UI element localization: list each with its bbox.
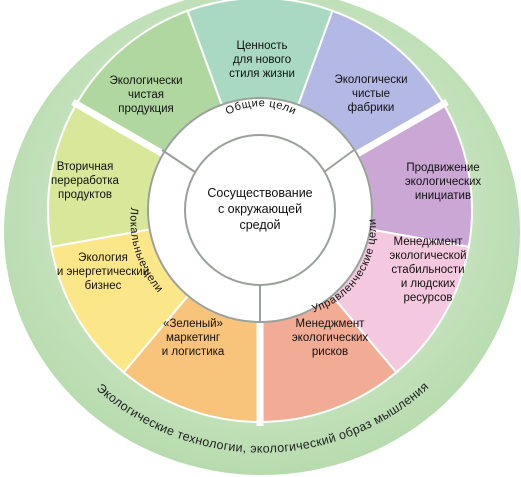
inner-divider-right bbox=[323, 149, 355, 173]
svg-text:ресурсов: ресурсов bbox=[404, 292, 453, 304]
svg-text:и энергетический: и энергетический bbox=[57, 266, 149, 278]
svg-text:Экологически: Экологически bbox=[109, 75, 182, 87]
svg-text:продукция: продукция bbox=[118, 103, 174, 115]
center-line-1: Сосуществование bbox=[207, 186, 312, 200]
svg-text:Вторичная: Вторичная bbox=[57, 161, 114, 173]
segment-label-eco-energy: Экология и энергетический бизнес bbox=[57, 252, 149, 292]
ring-separators bbox=[71, 98, 449, 426]
svg-text:стабильности: стабильности bbox=[391, 264, 464, 276]
svg-text:фабрики: фабрики bbox=[348, 102, 395, 114]
segment-label-values: Ценность для нового стиля жизни bbox=[229, 40, 295, 80]
svg-text:и людских: и людских bbox=[401, 278, 456, 290]
segment-label-eco-management: Менеджмент экологической стабильности и … bbox=[389, 236, 466, 304]
svg-text:для нового: для нового bbox=[233, 54, 291, 66]
segment-label-green-marketing: «Зеленый» маркетинг и логистика bbox=[162, 318, 225, 358]
svg-text:рисков: рисков bbox=[312, 346, 348, 358]
svg-text:маркетинг: маркетинг bbox=[166, 332, 220, 344]
inner-divider-left bbox=[161, 149, 196, 173]
center-line-2: с окружающей bbox=[218, 202, 302, 216]
svg-text:«Зеленый»: «Зеленый» bbox=[163, 318, 223, 330]
segment-label-risk-management: Менеджмент экологических рисков bbox=[292, 318, 369, 358]
svg-text:чистые: чистые bbox=[352, 88, 390, 100]
svg-text:инициатив: инициатив bbox=[415, 190, 471, 202]
svg-text:экологических: экологических bbox=[405, 176, 482, 188]
group-separator-2 bbox=[353, 98, 449, 159]
svg-text:продуктов: продуктов bbox=[58, 189, 112, 201]
segment-label-eco-initiatives: Продвижение экологических инициатив bbox=[405, 162, 482, 202]
svg-text:Экология: Экология bbox=[78, 252, 128, 264]
svg-text:Продвижение: Продвижение bbox=[406, 162, 479, 174]
segment-label-eco-factories: Экологически чистые фабрики bbox=[334, 74, 407, 114]
svg-text:чистая: чистая bbox=[128, 89, 164, 101]
svg-text:Экологически: Экологически bbox=[334, 74, 407, 86]
group-separator-1 bbox=[71, 98, 167, 159]
svg-text:экологической: экологической bbox=[389, 250, 466, 262]
segment-label-recycling: Вторичная переработка продуктов bbox=[51, 161, 119, 201]
svg-text:бизнес: бизнес bbox=[85, 280, 122, 292]
segment-label-eco-products: Экологически чистая продукция bbox=[109, 75, 182, 115]
svg-text:и логистика: и логистика bbox=[162, 346, 225, 358]
center-circle bbox=[184, 134, 336, 286]
svg-text:Менеджмент: Менеджмент bbox=[394, 236, 464, 248]
svg-text:Менеджмент: Менеджмент bbox=[296, 318, 366, 330]
center-line-3: средой bbox=[239, 218, 280, 232]
svg-text:Ценность: Ценность bbox=[236, 40, 287, 52]
svg-text:переработка: переработка bbox=[51, 175, 119, 187]
svg-text:стиля жизни: стиля жизни bbox=[229, 68, 295, 80]
svg-text:экологических: экологических bbox=[292, 332, 369, 344]
